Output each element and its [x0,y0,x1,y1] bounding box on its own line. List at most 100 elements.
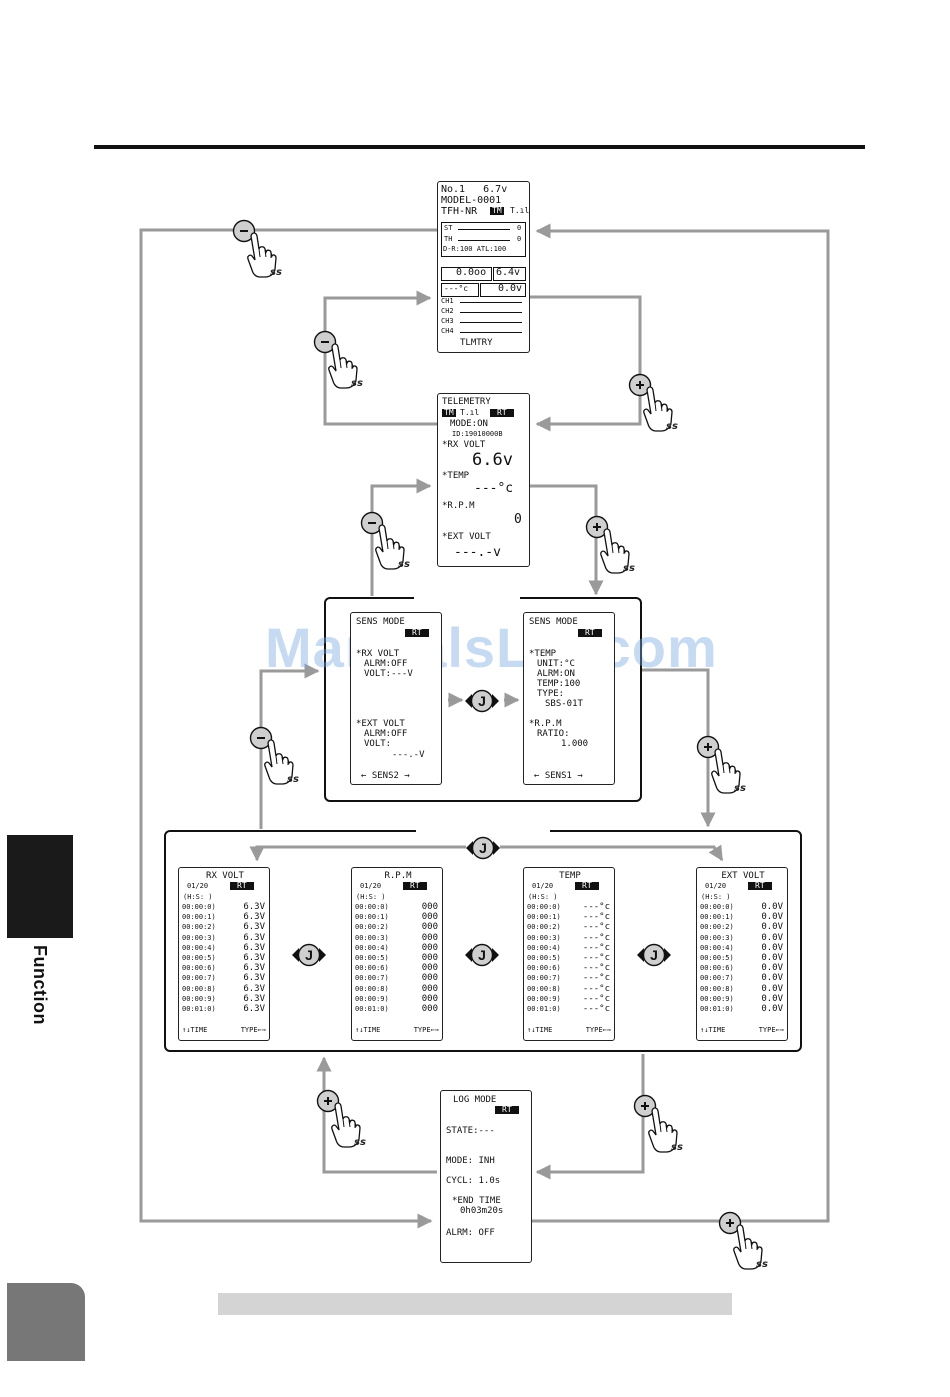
log-row-value: 0.0V [761,973,783,984]
ext-volt-label: *EXT VOLT [442,532,491,542]
plus-button-icon[interactable]: ss [633,1094,683,1160]
frame-gap [414,594,520,600]
finger-tap-icon [718,1211,763,1270]
sens-line: SBS-01T [545,699,583,709]
log-page: 01/20 [360,882,382,890]
th-trim-value: 0 [517,235,522,243]
log-row-value: 6.3V [243,1004,265,1014]
log-row-value: 6.3V [243,942,265,953]
dual-rate-line: D-R:100 ATL:100 [443,245,507,253]
jog-dial-icon: J [466,836,500,860]
section-tab [7,835,73,938]
sens-line: TEMP:100 [537,679,581,689]
finger-tap-icon [696,735,741,794]
log-row-time: 00:00:1) [182,913,216,922]
log-row-value: 000 [421,922,438,933]
touch-label: ss [287,774,299,785]
finger-tap-icon [316,1089,361,1148]
touch-label: ss [756,1259,768,1270]
finger-tap-icon [628,373,673,432]
timer-value: 0.0oo [456,267,487,278]
minus-button-icon[interactable]: ss [360,511,410,577]
log-row-value: 6.3V [243,953,265,963]
log-footer-time: ↑↓TIME [700,1026,726,1034]
logmode-title: LOG MODE [453,1095,497,1105]
log-row-time: 00:00:3) [700,933,734,942]
log-row-time: 00:00:5) [527,954,561,962]
plus-button-icon[interactable]: ss [628,373,678,439]
logs-to-sens [259,663,320,829]
log-row-time: 00:00:3) [355,933,389,942]
log-row-time: 00:00:5) [355,954,389,962]
log-row-value: ---°c [582,973,610,984]
plus-button-icon[interactable]: ss [718,1211,768,1277]
log-page: 01/20 [187,882,209,890]
home-screen: No.1 6.7v MODEL-0001 TFH-NR TM T.ıl ST 0… [437,181,530,353]
touch-label: ss [734,783,746,794]
log-row-value: ---°c [582,922,610,933]
jog-button-icon[interactable]: J [635,942,673,972]
jog-button-icon[interactable]: J [463,942,501,972]
log-row-value: 000 [421,902,438,912]
rt-badge: RT [405,629,429,637]
sens-title: SENS MODE [356,617,405,627]
plus-button-icon[interactable]: ss [585,515,635,581]
log-row-time: 00:00:0) [355,903,389,911]
log-loop-left [249,845,466,862]
log-title: TEMP [559,871,581,881]
log-row-value: 000 [421,963,438,974]
rt-badge: RT [575,882,599,890]
volt2-value: 0.0v [498,283,523,294]
minus-button-icon[interactable]: ss [313,330,363,396]
tm-badge: TM [490,206,504,215]
touch-label: ss [666,421,678,432]
sens-line: RATIO: [537,729,570,739]
temp-value: ---°c [444,284,469,293]
tele-to-home [323,290,437,426]
ch1-bar [460,302,522,303]
plus-button-icon[interactable]: ss [696,735,746,801]
log-row-time: 00:00:4) [527,943,561,952]
plus-button-icon[interactable]: ss [316,1089,366,1155]
jog-button-icon[interactable]: J [463,688,501,718]
sens-to-logs [642,668,716,828]
logmode-cycle: CYCL: 1.0s [446,1176,501,1186]
finger-tap-icon [249,726,294,785]
log-row-time: 00:00:4) [182,943,216,952]
log-row-time: 00:00:9) [182,994,216,1003]
rpm-label: *R.P.M [442,501,475,511]
log-row-time: 00:00:8) [355,984,389,993]
rpm-value: 0 [514,512,522,527]
log-row-value: 6.3V [243,922,265,933]
log-row-value: ---°c [582,902,610,912]
log-header: (H:S: ) [183,893,213,901]
sens-line: UNIT:°C [537,659,575,669]
log-row-value: 000 [421,912,438,923]
log-row-time: 00:00:8) [700,984,734,993]
sens-line: VOLT:---V [364,669,413,679]
signal-icon: T.ıl [510,206,530,215]
minus-button-icon[interactable]: ss [232,219,282,285]
log-row-value: ---°c [582,942,610,953]
timer-box [441,267,492,281]
finger-tap-icon [633,1094,678,1153]
jog-button-icon[interactable]: J [290,942,328,972]
jog-button-icon[interactable]: J [464,835,502,865]
log-row-value: 0.0V [761,912,783,923]
log-row-time: 00:00:1) [355,913,389,922]
log-footer-type: TYPE⇐⇒ [240,1026,266,1034]
minus-button-icon[interactable]: ss [249,726,299,792]
sens1-screen: SENS MODE RT *TEMP UNIT:°C ALRM:ON TEMP:… [523,612,615,785]
sens-footer: ← SENS1 → [534,771,583,781]
touch-label: ss [671,1142,683,1153]
signal-icon: T.ıl [460,408,480,417]
rt-badge: RT [490,409,514,417]
ch3-bar [460,322,522,323]
jog-dial-icon: J [292,943,326,967]
th-label: TH [444,235,453,243]
log-row-time: 00:00:5) [700,954,734,962]
tele-to-sens [530,484,604,596]
telemetry-menu-label: TLMTRY [460,338,493,348]
log-row-value: 6.3V [243,983,265,994]
